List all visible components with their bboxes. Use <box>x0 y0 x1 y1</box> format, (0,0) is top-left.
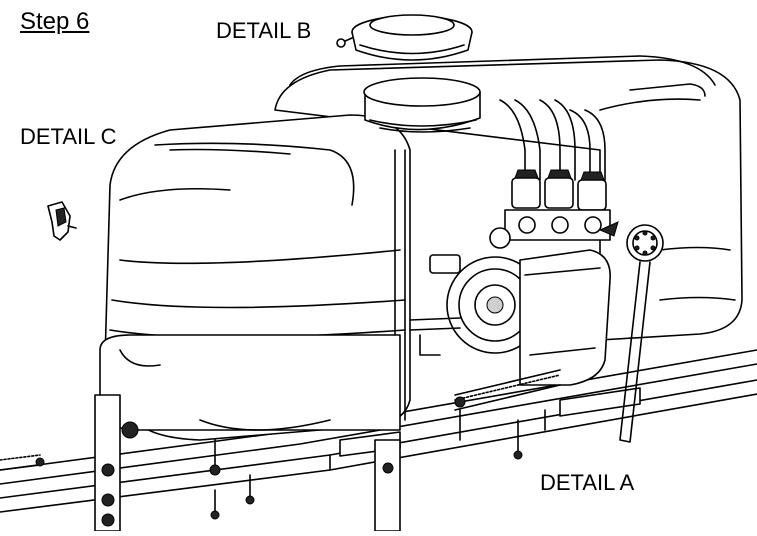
fill-neck <box>363 77 481 133</box>
step-title: Step 6 <box>20 8 90 35</box>
clamp-part <box>47 201 77 241</box>
tank-lid <box>336 14 473 61</box>
detail-c-label: DETAIL C <box>20 124 117 149</box>
detail-b-label: DETAIL B <box>216 18 312 43</box>
pressure-gauge <box>619 224 664 443</box>
valve-manifold <box>504 169 619 241</box>
main-tank <box>99 114 411 441</box>
left-spring <box>0 454 45 471</box>
rear-tank <box>274 55 743 341</box>
hoses <box>499 99 606 181</box>
detail-a-label: DETAIL A <box>540 470 635 495</box>
spring-hose <box>454 369 561 441</box>
legs <box>94 394 546 532</box>
pump-assembly <box>409 227 611 386</box>
